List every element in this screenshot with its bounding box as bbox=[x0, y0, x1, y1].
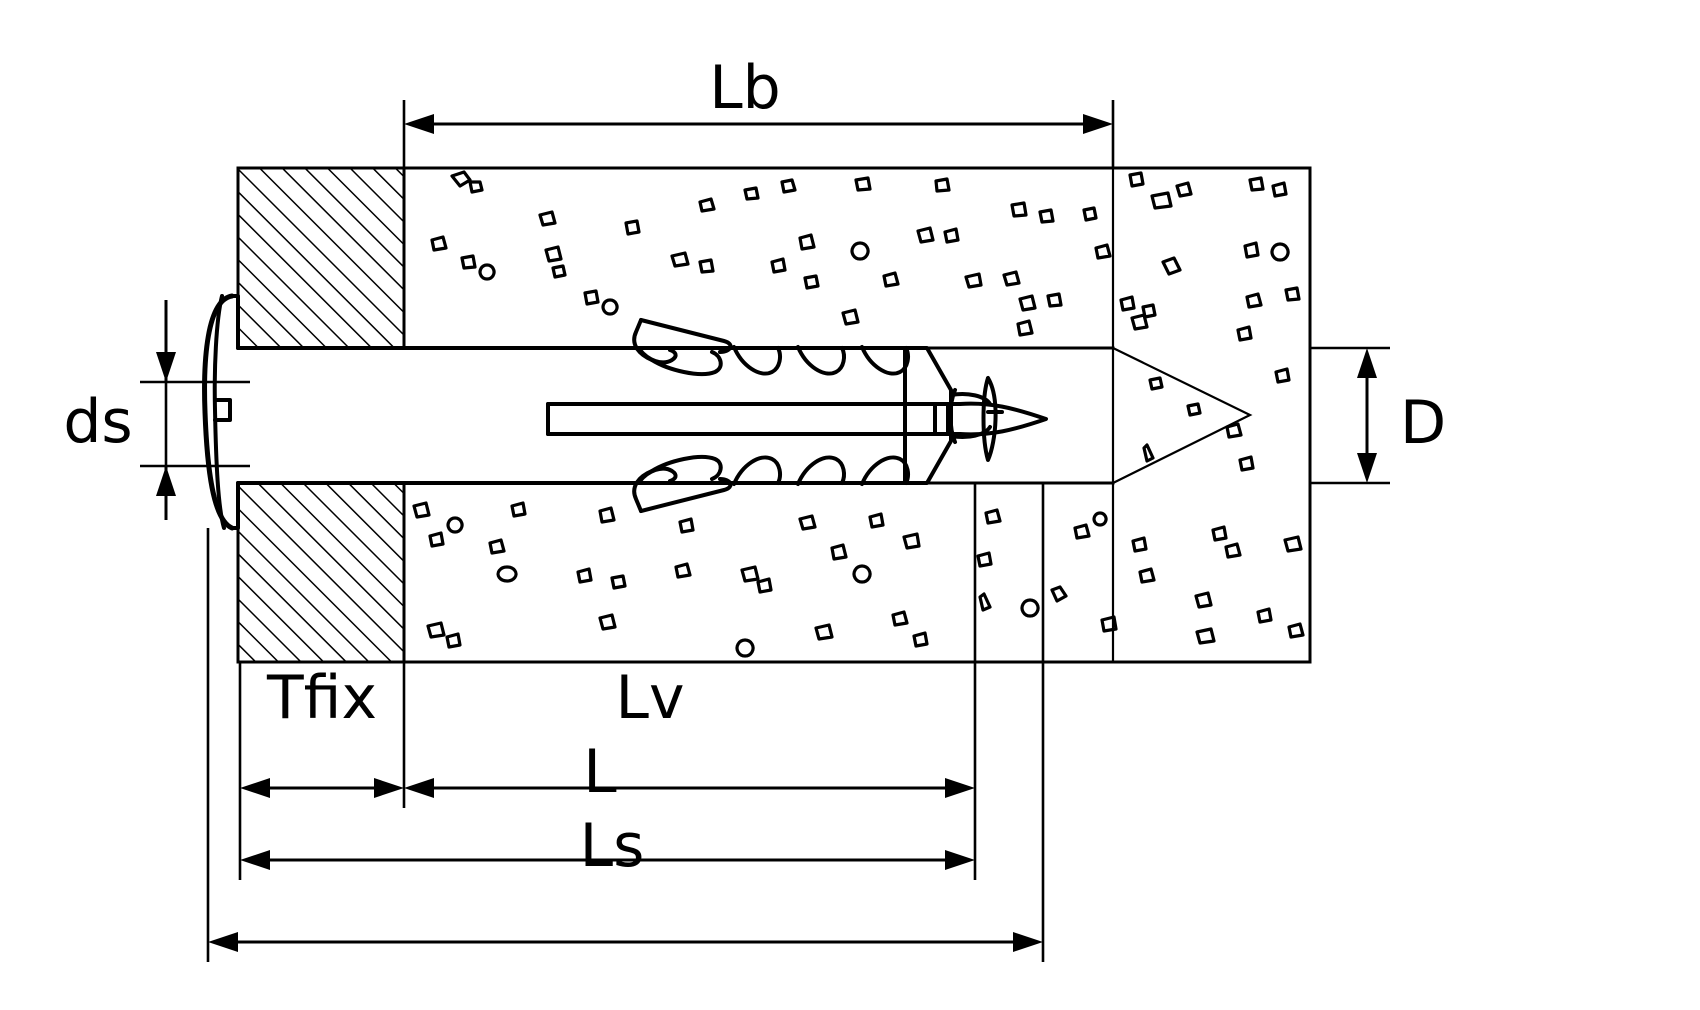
arrow-head-left bbox=[240, 778, 270, 798]
arrow-head-right bbox=[374, 778, 404, 798]
extension-lines bbox=[140, 100, 1390, 962]
drive-pin-nail bbox=[546, 376, 1048, 462]
arrow-head-left bbox=[404, 778, 434, 798]
arrow-head-right bbox=[1083, 114, 1113, 134]
dimension-label-ds: ds bbox=[63, 387, 132, 457]
arrow-head-down bbox=[1357, 453, 1377, 483]
dimension-label-l: L bbox=[583, 737, 617, 807]
arrow-head-right bbox=[945, 778, 975, 798]
arrow-head-right bbox=[945, 850, 975, 870]
dimension-lb: Lb bbox=[404, 53, 1113, 134]
dimension-ds: ds bbox=[63, 300, 176, 520]
fixture-hatched-block bbox=[236, 166, 408, 664]
arrow-head-left bbox=[240, 850, 270, 870]
dimension-label-d: D bbox=[1400, 388, 1446, 458]
arrow-head-right bbox=[1013, 932, 1043, 952]
dimension-label-ls: Ls bbox=[580, 811, 645, 881]
dimension-label-lb: Lb bbox=[709, 53, 781, 123]
arrow-head-up bbox=[1357, 348, 1377, 378]
dimension-d: D bbox=[1357, 348, 1446, 483]
dimension-tfix: Tfix bbox=[240, 663, 404, 798]
arrow-head-left bbox=[404, 114, 434, 134]
aggregate-speckles bbox=[412, 170, 1305, 658]
arrow-head-up bbox=[156, 466, 176, 496]
dimension-label-tfix: Tfix bbox=[266, 663, 377, 733]
dimension-l: L bbox=[240, 737, 975, 870]
dimension-ls: Ls bbox=[208, 811, 1043, 952]
dimension-label-lv: Lv bbox=[616, 663, 685, 733]
dimension-lv: Lv bbox=[404, 663, 975, 798]
arrow-head-down bbox=[156, 352, 176, 382]
arrow-head-left bbox=[208, 932, 238, 952]
concrete-substrate bbox=[402, 166, 1312, 664]
